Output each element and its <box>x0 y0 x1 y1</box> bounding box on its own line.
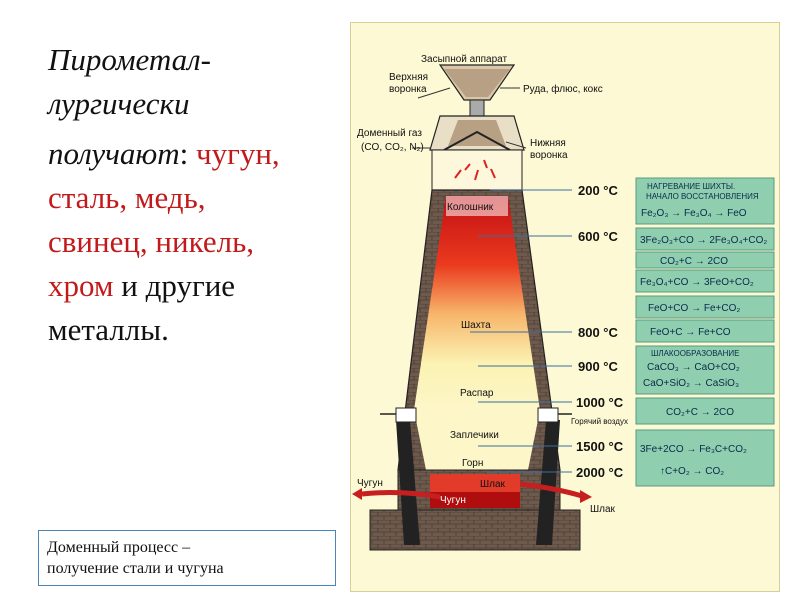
metals-line-2: свинец, никель, <box>48 224 255 259</box>
label-hot-air: Горячий воздух <box>571 417 628 426</box>
reaction-box-r3 <box>635 251 775 269</box>
zone-belly: Распар <box>460 388 494 399</box>
metals-line-1: сталь, медь, <box>48 180 206 215</box>
temp-1500: 1500 °C <box>576 439 624 454</box>
temp-800: 800 °C <box>578 325 619 340</box>
reaction-box-r4 <box>635 269 775 293</box>
reaction-r6: FeO+C → Fe+CO <box>650 327 731 338</box>
heading-line-1: Пирометал- <box>48 42 211 77</box>
temperature-leaders <box>470 189 572 473</box>
heading-line-3: получают: чугун, <box>48 136 280 171</box>
metals-line-3: хром и другие <box>48 268 236 303</box>
temp-200: 200 °C <box>578 183 619 198</box>
label-ore-flux-coke: Руда, флюс, кокс <box>523 83 603 95</box>
reaction-box-hearth <box>635 429 775 487</box>
left-column <box>396 420 420 545</box>
label-slag-out: Шлак <box>590 504 616 515</box>
reaction-r1: Fe₂O₃ → Fe₃O₄ → FeO <box>641 208 747 219</box>
reaction-r9: CO₂+C → 2CO <box>666 407 734 418</box>
reaction-box-heating <box>635 177 775 225</box>
reaction-box-r2 <box>635 227 775 251</box>
reaction-slag-title: ШЛАКООБРАЗОВАНИЕ <box>651 349 739 358</box>
right-tuyere <box>537 407 559 423</box>
temp-2000: 2000 °C <box>576 465 624 480</box>
zone-iron: Чугун <box>440 495 466 506</box>
caption-box: Доменный процесс – получение стали и чуг… <box>38 530 336 586</box>
heading-line-2: лургически <box>48 86 190 121</box>
lower-cone-leader <box>505 141 527 149</box>
temp-900: 900 °C <box>578 359 619 374</box>
ore-charge <box>444 69 510 97</box>
label-charging-apparatus: Засыпной аппарат <box>421 54 508 65</box>
label-cast-iron-out: Чугун <box>357 478 383 489</box>
bosh-interior <box>414 410 540 470</box>
cast-iron-arrowhead <box>352 488 362 500</box>
zone-shaft: Шахта <box>461 320 491 331</box>
slag-arrowhead <box>580 490 592 503</box>
label-upper-cone-2: воронка <box>389 84 427 95</box>
reaction-r5: FeO+CO → Fe+CO₂ <box>648 303 740 314</box>
label-lower-cone-2: воронка <box>530 150 568 161</box>
reaction-box-r6 <box>635 319 775 343</box>
reaction-heating-title-1: НАГРЕВАНИЕ ШИХТЫ. <box>647 182 735 191</box>
reaction-heating-title-2: НАЧАЛО ВОССТАНОВЛЕНИЯ <box>646 192 759 201</box>
reaction-boxes: НАГРЕВАНИЕ ШИХТЫ. НАЧАЛО ВОССТАНОВЛЕНИЯ … <box>635 177 775 487</box>
cast-iron-tap-arrow <box>361 490 441 500</box>
reaction-box-r9 <box>635 397 775 425</box>
zone-slag: Шлак <box>480 479 506 490</box>
lower-cone <box>443 130 511 151</box>
left-tuyere <box>395 407 417 423</box>
label-lower-cone-1: Нижняя <box>530 138 566 149</box>
upper-cone-leader <box>417 87 451 99</box>
reaction-r11: ↑C+O₂ → CO₂ <box>660 466 724 477</box>
zone-bosh: Заплечики <box>450 430 499 441</box>
zone-throat: Колошник <box>447 202 494 213</box>
reaction-box-r5 <box>635 295 775 319</box>
throat-band <box>446 196 508 216</box>
slag-layer <box>430 474 520 492</box>
reaction-box-slag <box>635 345 775 395</box>
slide-text: Пирометал- лургически получают: чугун, с… <box>48 38 348 352</box>
iron-layer <box>430 492 520 508</box>
reaction-r2: 3Fe₂O₃+CO → 2Fe₃O₄+CO₂ <box>640 235 767 246</box>
caption-line-2: получение стали и чугуна <box>47 560 224 577</box>
reaction-r4: Fe₃O₄+CO → 3FeO+CO₂ <box>640 277 754 288</box>
label-gas-1: Доменный газ <box>357 128 422 139</box>
reaction-r3: CO₂+C → 2CO <box>660 256 728 267</box>
zone-hearth: Горн <box>462 458 483 469</box>
slag-tap-arrow <box>519 481 583 499</box>
gas-arrows <box>454 159 496 181</box>
metals-line-4: металлы. <box>48 312 169 347</box>
caption-line-1: Доменный процесс – <box>47 539 191 556</box>
label-upper-cone-1: Верхняя <box>389 72 428 83</box>
temp-1000: 1000 °C <box>576 395 624 410</box>
temp-600: 600 °C <box>578 229 619 244</box>
shaft-interior <box>414 196 540 410</box>
right-column <box>536 420 560 545</box>
charging-apparatus <box>429 64 525 191</box>
reaction-r10: 3Fe+2CO → Fe₃C+CO₂ <box>640 444 747 455</box>
label-gas-2: (CO, CO₂, N₂) <box>361 142 424 153</box>
reaction-r8: CaO+SiO₂ → CaSiO₃ <box>643 378 739 389</box>
reaction-r7: CaCO₃ → CaO+CO₂ <box>647 362 740 373</box>
